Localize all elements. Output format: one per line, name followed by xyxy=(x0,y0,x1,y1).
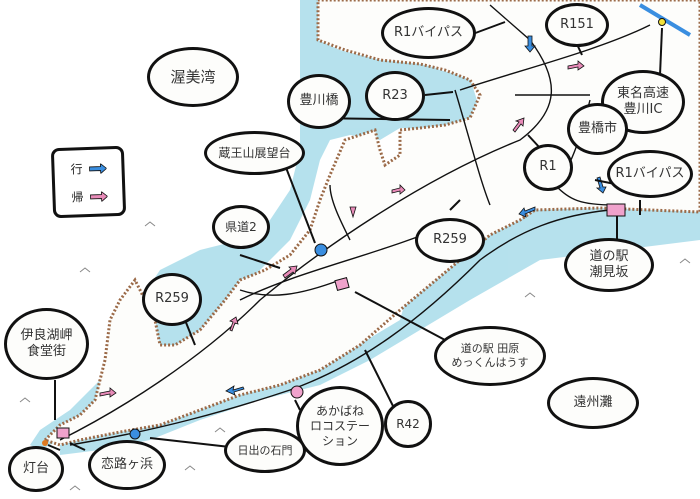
blue-arrow-icon xyxy=(89,162,107,174)
label-r42: R42 xyxy=(384,400,432,448)
label-r259-left: R259 xyxy=(142,273,202,326)
legend: 行 帰 xyxy=(50,145,127,219)
station-markers xyxy=(42,203,626,446)
label-lighthouse: 灯台 xyxy=(8,446,64,492)
toyokawa-ic-marker xyxy=(658,18,666,26)
label-toyohashi-city: 豊橋市 xyxy=(567,103,628,155)
label-r23: R23 xyxy=(365,71,425,121)
label-koijigahama: 恋路ヶ浜 xyxy=(88,440,166,490)
label-toyokawa-bridge: 豊川橋 xyxy=(287,74,351,129)
label-akabane-loco-station: あかばね ロコステー ション xyxy=(296,386,384,466)
legend-return: 帰 xyxy=(71,187,108,205)
label-r1: R1 xyxy=(523,144,573,191)
peninsula-land xyxy=(42,0,700,447)
legend-outbound: 行 xyxy=(70,159,107,177)
label-r259-mid: R259 xyxy=(415,218,485,263)
label-r151: R151 xyxy=(545,3,609,47)
wave-marks xyxy=(19,221,691,491)
label-enshu-nada: 遠州灘 xyxy=(547,377,639,429)
label-r1-bypass-right: R1バイパス xyxy=(607,150,693,198)
label-zaoyama-observatory: 蔵王山展望台 xyxy=(204,131,305,175)
direction-arrows xyxy=(99,35,607,398)
label-michinoeki-shiomizaka: 道の駅 潮見坂 xyxy=(564,238,654,292)
label-r1-bypass-top: R1バイパス xyxy=(381,7,476,59)
label-michinoeki-tahara: 道の駅 田原 めっくんはうす xyxy=(434,326,546,386)
label-irago-shokudo: 伊良湖岬 食堂街 xyxy=(4,308,89,380)
label-atsumi-bay: 渥美湾 xyxy=(147,47,239,107)
legend-return-label: 帰 xyxy=(71,190,84,205)
label-hinode-stone-gate: 日出の石門 xyxy=(224,428,306,473)
pink-arrow-icon xyxy=(90,190,108,202)
label-kendo2: 県道2 xyxy=(212,205,270,249)
legend-outbound-label: 行 xyxy=(70,162,83,177)
